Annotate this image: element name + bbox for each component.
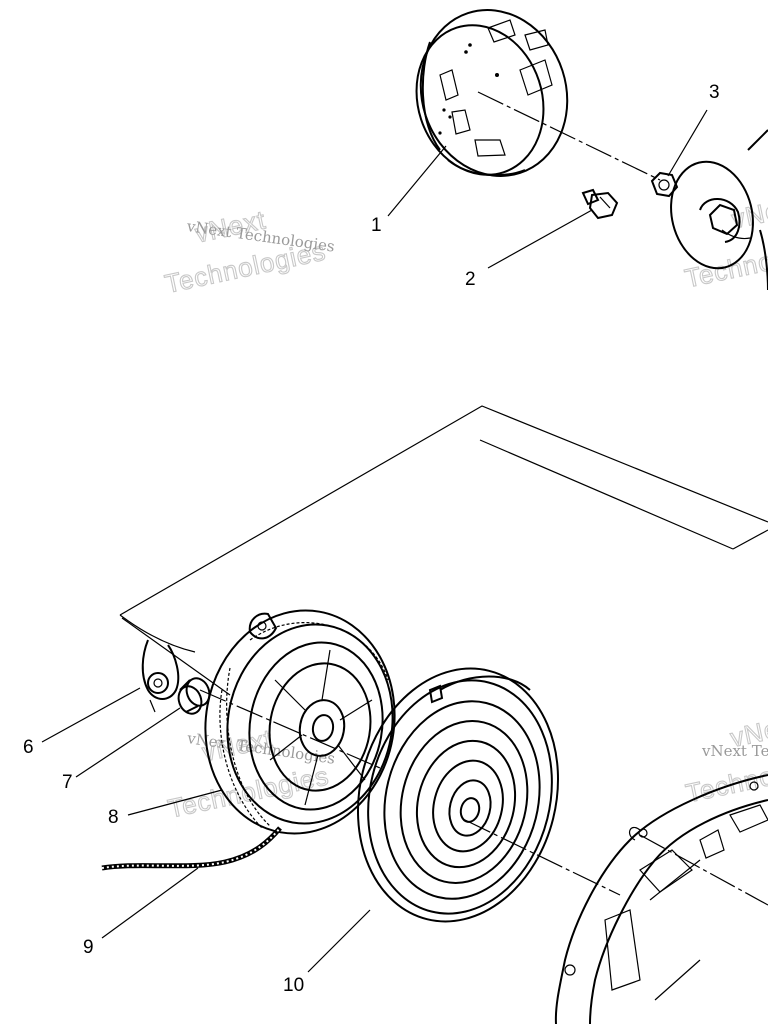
- callout-2: 2: [465, 269, 476, 290]
- leader-9: [101, 867, 199, 939]
- part-9-starter-rope: [101, 826, 282, 871]
- watermark-mid-left: vNext Technologies: [165, 723, 333, 825]
- callout-9: 9: [83, 937, 94, 958]
- leader-1: [387, 145, 447, 217]
- callout-7: 7: [62, 772, 73, 793]
- leader-lines: [41, 109, 708, 973]
- callout-10: 10: [283, 975, 304, 996]
- housing-plate-outline: [119, 405, 768, 696]
- starter-housing-partial: [554, 774, 768, 1024]
- part-10-recoil-spring: [356, 667, 560, 923]
- watermark-line2-tr: Technologies: [682, 230, 768, 293]
- callout-1: 1: [371, 215, 382, 236]
- centerline-lower-b: [464, 819, 621, 896]
- centerline-lower-a: [199, 689, 381, 769]
- part-6-rope-guide: [141, 639, 180, 713]
- leader-2: [487, 209, 593, 269]
- callout-3: 3: [709, 82, 720, 103]
- pulley-hub: [670, 129, 768, 291]
- leader-8: [127, 789, 223, 816]
- leader-3: [667, 109, 708, 177]
- watermark-small-mid-right: vNext Technologies: [701, 742, 768, 760]
- centerline-lower-c: [639, 834, 768, 906]
- callout-8: 8: [108, 807, 119, 828]
- part-1-starter-cup: [415, 9, 569, 177]
- part-7-bushing: [177, 677, 211, 715]
- centerline-upper: [477, 91, 661, 181]
- part-3-nut: [650, 171, 679, 198]
- leader-7: [75, 707, 181, 778]
- part-8-rope-reel: [204, 609, 396, 835]
- callout-6: 6: [23, 737, 34, 758]
- part-2-bolt: [581, 188, 619, 220]
- watermark-line2-ml: Technologies: [165, 760, 331, 823]
- leader-10: [307, 909, 371, 973]
- leader-6: [41, 687, 141, 743]
